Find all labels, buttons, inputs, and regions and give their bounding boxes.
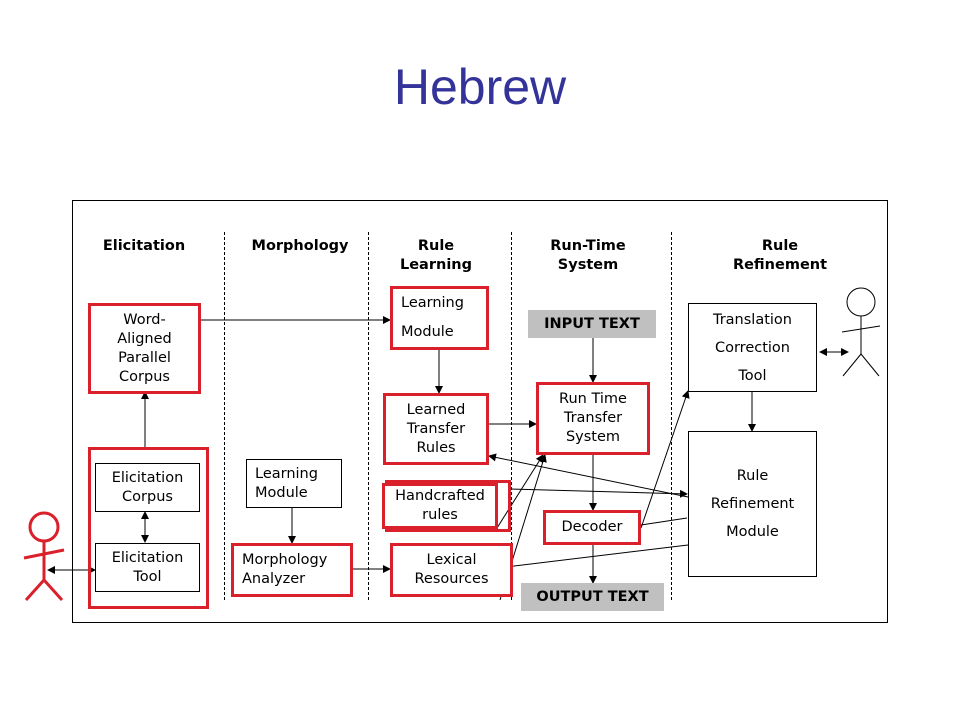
arrow-decoder-to-tool <box>640 390 690 529</box>
column-divider <box>368 232 369 600</box>
column-header-morphology: Morphology <box>251 238 349 254</box>
arrow-handcrafted-to-runtime <box>496 454 544 529</box>
word-aligned-parallel-corpus[interactable]: Word- Aligned Parallel Corpus <box>88 303 201 394</box>
translation-correction-tool[interactable]: Translation Correction Tool <box>688 303 817 392</box>
runtime-transfer-system[interactable]: Run Time Transfer System <box>536 382 650 455</box>
learning-module[interactable]: Learning Module <box>390 286 489 350</box>
learned-transfer-rules[interactable]: Learned Transfer Rules <box>383 393 489 465</box>
arrow-refinement-to-rules <box>488 453 689 498</box>
morphology-learning-module[interactable]: Learning Module <box>246 459 342 508</box>
column-header-elicitation: Elicitation <box>102 238 186 254</box>
column-divider <box>224 232 225 600</box>
lexical-resources[interactable]: Lexical Resources <box>390 543 513 597</box>
user-figure-left <box>23 511 65 602</box>
line-decoder-to-refinement <box>640 517 688 526</box>
elicitation-tool[interactable]: Elicitation Tool <box>95 543 200 592</box>
user-figure-right <box>841 287 881 377</box>
elicitation-group <box>88 447 209 609</box>
column-header-runtime-system: Run-Time System <box>550 238 626 273</box>
column-header-rule-learning: Rule Learning <box>399 238 472 273</box>
morphology-analyzer[interactable]: Morphology Analyzer <box>231 543 353 597</box>
arrow-handcrafted-to-refinement <box>509 488 688 498</box>
rule-refinement-module[interactable]: Rule Refinement Module <box>688 431 817 577</box>
output-text-label: OUTPUT TEXT <box>521 583 664 611</box>
column-divider <box>511 232 512 600</box>
decoder[interactable]: Decoder <box>543 510 641 545</box>
page-title: Hebrew <box>393 59 567 115</box>
column-header-rule-refinement: Rule Refinement <box>732 238 828 273</box>
diagram-frame <box>72 200 888 623</box>
elicitation-corpus[interactable]: Elicitation Corpus <box>95 463 200 512</box>
input-text-label: INPUT TEXT <box>528 310 656 338</box>
column-divider <box>671 232 672 600</box>
arrow-refinement-to-lexical <box>497 544 689 572</box>
handcrafted-rules[interactable]: Handcrafted rules <box>382 483 498 529</box>
